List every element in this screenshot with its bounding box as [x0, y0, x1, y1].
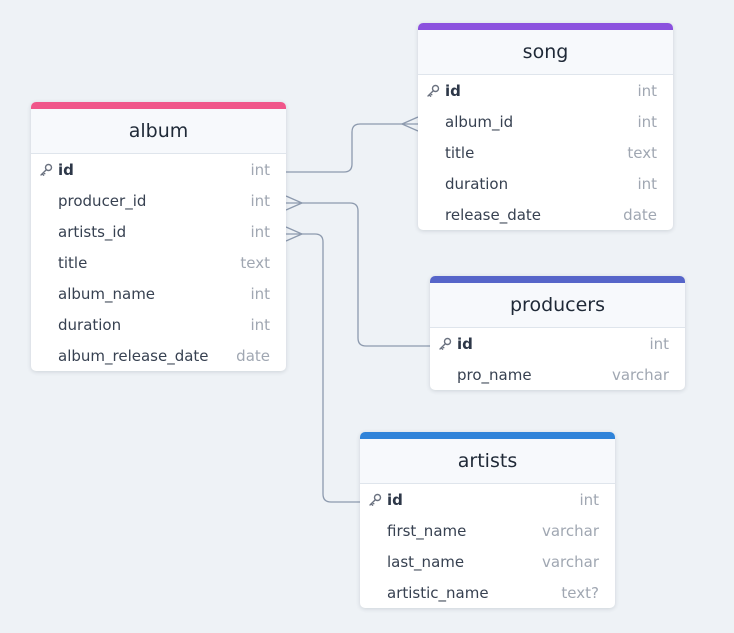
column-type: text	[627, 143, 657, 162]
column-row-id[interactable]: id int	[430, 328, 685, 359]
crowfoot-song-album-id	[400, 116, 419, 132]
column-type: int	[579, 490, 599, 509]
column-row-album-name[interactable]: album_name int	[31, 278, 286, 309]
table-columns: id int pro_name varchar	[430, 328, 685, 390]
column-row-album-release-date[interactable]: album_release_date date	[31, 340, 286, 371]
table-title: producers	[430, 283, 685, 328]
primary-key-icon	[426, 84, 440, 98]
column-type: int	[637, 174, 657, 193]
column-name: title	[58, 253, 88, 272]
column-row-producer-id[interactable]: producer_id int	[31, 185, 286, 216]
primary-key-icon	[438, 337, 452, 351]
column-row-title[interactable]: title text	[418, 137, 673, 168]
column-type: int	[250, 284, 270, 303]
table-color-bar	[430, 276, 685, 283]
column-type: text?	[561, 583, 599, 602]
column-type: int	[649, 334, 669, 353]
table-color-bar	[31, 102, 286, 109]
column-type: varchar	[611, 365, 669, 384]
column-type: int	[250, 222, 270, 241]
column-row-first-name[interactable]: first_name varchar	[360, 515, 615, 546]
column-row-duration[interactable]: duration int	[418, 168, 673, 199]
connector-album-artists[interactable]	[286, 233, 360, 503]
column-type: varchar	[541, 521, 599, 540]
column-type: int	[250, 315, 270, 334]
column-type: text	[240, 253, 270, 272]
column-row-id[interactable]: id int	[418, 75, 673, 106]
column-name: artists_id	[58, 222, 127, 241]
column-row-last-name[interactable]: last_name varchar	[360, 546, 615, 577]
table-title: album	[31, 109, 286, 154]
column-name: first_name	[387, 521, 467, 540]
column-type: int	[250, 191, 270, 210]
column-type: int	[250, 160, 270, 179]
crowfoot-album-artists-id	[285, 226, 304, 242]
column-name: id	[387, 490, 403, 509]
connector-album-song[interactable]	[286, 123, 418, 173]
column-type: varchar	[541, 552, 599, 571]
column-type: int	[637, 112, 657, 131]
table-color-bar	[418, 23, 673, 30]
column-name: duration	[445, 174, 509, 193]
column-row-duration[interactable]: duration int	[31, 309, 286, 340]
column-name: title	[445, 143, 475, 162]
column-name: album_name	[58, 284, 156, 303]
column-name: pro_name	[457, 365, 532, 384]
column-type: int	[637, 81, 657, 100]
column-type: date	[623, 205, 657, 224]
crowfoot-album-producer-id	[285, 195, 304, 211]
table-title: artists	[360, 439, 615, 484]
column-name: last_name	[387, 552, 465, 571]
column-name: album_release_date	[58, 346, 209, 365]
column-row-id[interactable]: id int	[360, 484, 615, 515]
primary-key-icon	[368, 493, 382, 507]
connector-album-producers[interactable]	[286, 202, 430, 347]
table-title: song	[418, 30, 673, 75]
column-name: id	[445, 81, 461, 100]
column-row-id[interactable]: id int	[31, 154, 286, 185]
column-row-artists-id[interactable]: artists_id int	[31, 216, 286, 247]
column-row-album-id[interactable]: album_id int	[418, 106, 673, 137]
column-name: duration	[58, 315, 122, 334]
table-color-bar	[360, 432, 615, 439]
column-row-pro-name[interactable]: pro_name varchar	[430, 359, 685, 390]
column-name: album_id	[445, 112, 514, 131]
column-row-release-date[interactable]: release_date date	[418, 199, 673, 230]
table-producers[interactable]: producers id int pro_name varchar	[430, 276, 685, 390]
column-name: id	[58, 160, 74, 179]
primary-key-icon	[39, 163, 53, 177]
column-name: release_date	[445, 205, 542, 224]
column-name: producer_id	[58, 191, 147, 210]
column-row-title[interactable]: title text	[31, 247, 286, 278]
column-name: id	[457, 334, 473, 353]
column-row-artistic-name[interactable]: artistic_name text?	[360, 577, 615, 608]
column-type: date	[236, 346, 270, 365]
column-name: artistic_name	[387, 583, 489, 602]
